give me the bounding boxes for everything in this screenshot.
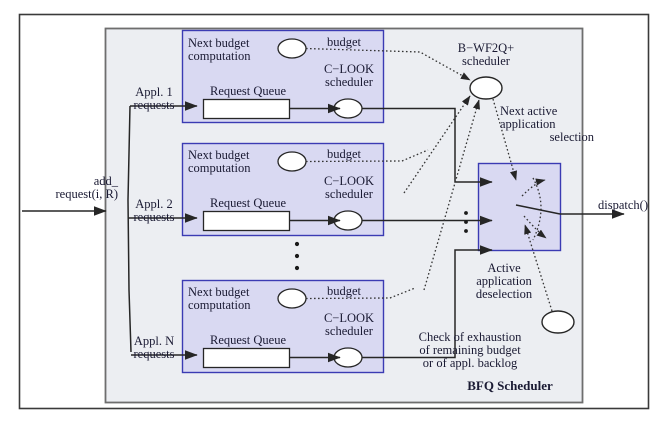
dispatch-label: dispatch()	[598, 198, 648, 212]
vertical-dot	[294, 241, 300, 247]
vertical-dot	[464, 229, 468, 233]
application-selector-box	[477, 162, 562, 252]
bwf2q-scheduler-ellipse	[469, 76, 503, 100]
budget-label-1: budget	[326, 35, 362, 49]
active-deselection-label: Active application deselection	[475, 261, 533, 301]
vertical-dot	[294, 265, 300, 271]
check-exhaustion-label: Check of exhaustion of remaining budget …	[418, 330, 522, 370]
clook-1-output-path	[362, 107, 493, 187]
budget-dotted-1	[305, 47, 471, 81]
next-budget-computation-label-1: Next budget computation	[188, 36, 251, 63]
budget-dotted-2	[305, 149, 429, 163]
selector-pivot-output	[515, 204, 561, 215]
request-queue-n	[202, 347, 291, 369]
clook-n-output-path	[362, 245, 493, 359]
active-deselection-dotted	[524, 224, 553, 312]
request-queue-label-n: Request Queue	[209, 333, 287, 347]
add-request-label: add_ request(i, R)	[55, 174, 118, 201]
next-budget-ellipse-1	[277, 38, 307, 59]
vertical-dot	[294, 253, 300, 259]
app-1-input-label: Appl. 1 requests	[133, 85, 175, 112]
request-queue-label-1: Request Queue	[209, 84, 287, 98]
request-queue-1	[202, 98, 291, 120]
selector-switch-arc-bottom	[523, 215, 547, 239]
request-queue-label-2: Request Queue	[209, 196, 287, 210]
budget-label-n: budget	[326, 284, 362, 298]
budget-dotted-n	[305, 287, 416, 300]
request-queue-2	[202, 210, 291, 232]
next-budget-ellipse-n	[277, 288, 307, 309]
feedback-dotted-b	[423, 99, 480, 291]
next-budget-ellipse-2	[277, 151, 307, 172]
app-2-input-label: Appl. 2 requests	[133, 197, 175, 224]
next-budget-computation-label-n: Next budget computation	[188, 285, 251, 312]
next-active-selection-label: Next active application selection	[500, 104, 594, 144]
bwf2q-scheduler-label: B−WF2Q+ scheduler	[457, 41, 515, 68]
clook-scheduler-label-n: C−LOOK scheduler	[323, 311, 375, 338]
bfq-scheduler-title: BFQ Scheduler	[467, 378, 553, 393]
app-n-input-label: Appl. N requests	[133, 334, 175, 361]
vertical-dot	[464, 220, 468, 224]
vertical-dot	[464, 211, 468, 215]
check-exhaustion-ellipse	[541, 310, 575, 334]
clook-scheduler-label-2: C−LOOK scheduler	[323, 174, 375, 201]
selector-switch-arc-top	[521, 178, 546, 197]
clook-scheduler-label-1: C−LOOK scheduler	[323, 62, 375, 89]
budget-label-2: budget	[326, 147, 362, 161]
request-distribution-trunk	[127, 105, 132, 353]
next-budget-computation-label-2: Next budget computation	[188, 148, 251, 175]
